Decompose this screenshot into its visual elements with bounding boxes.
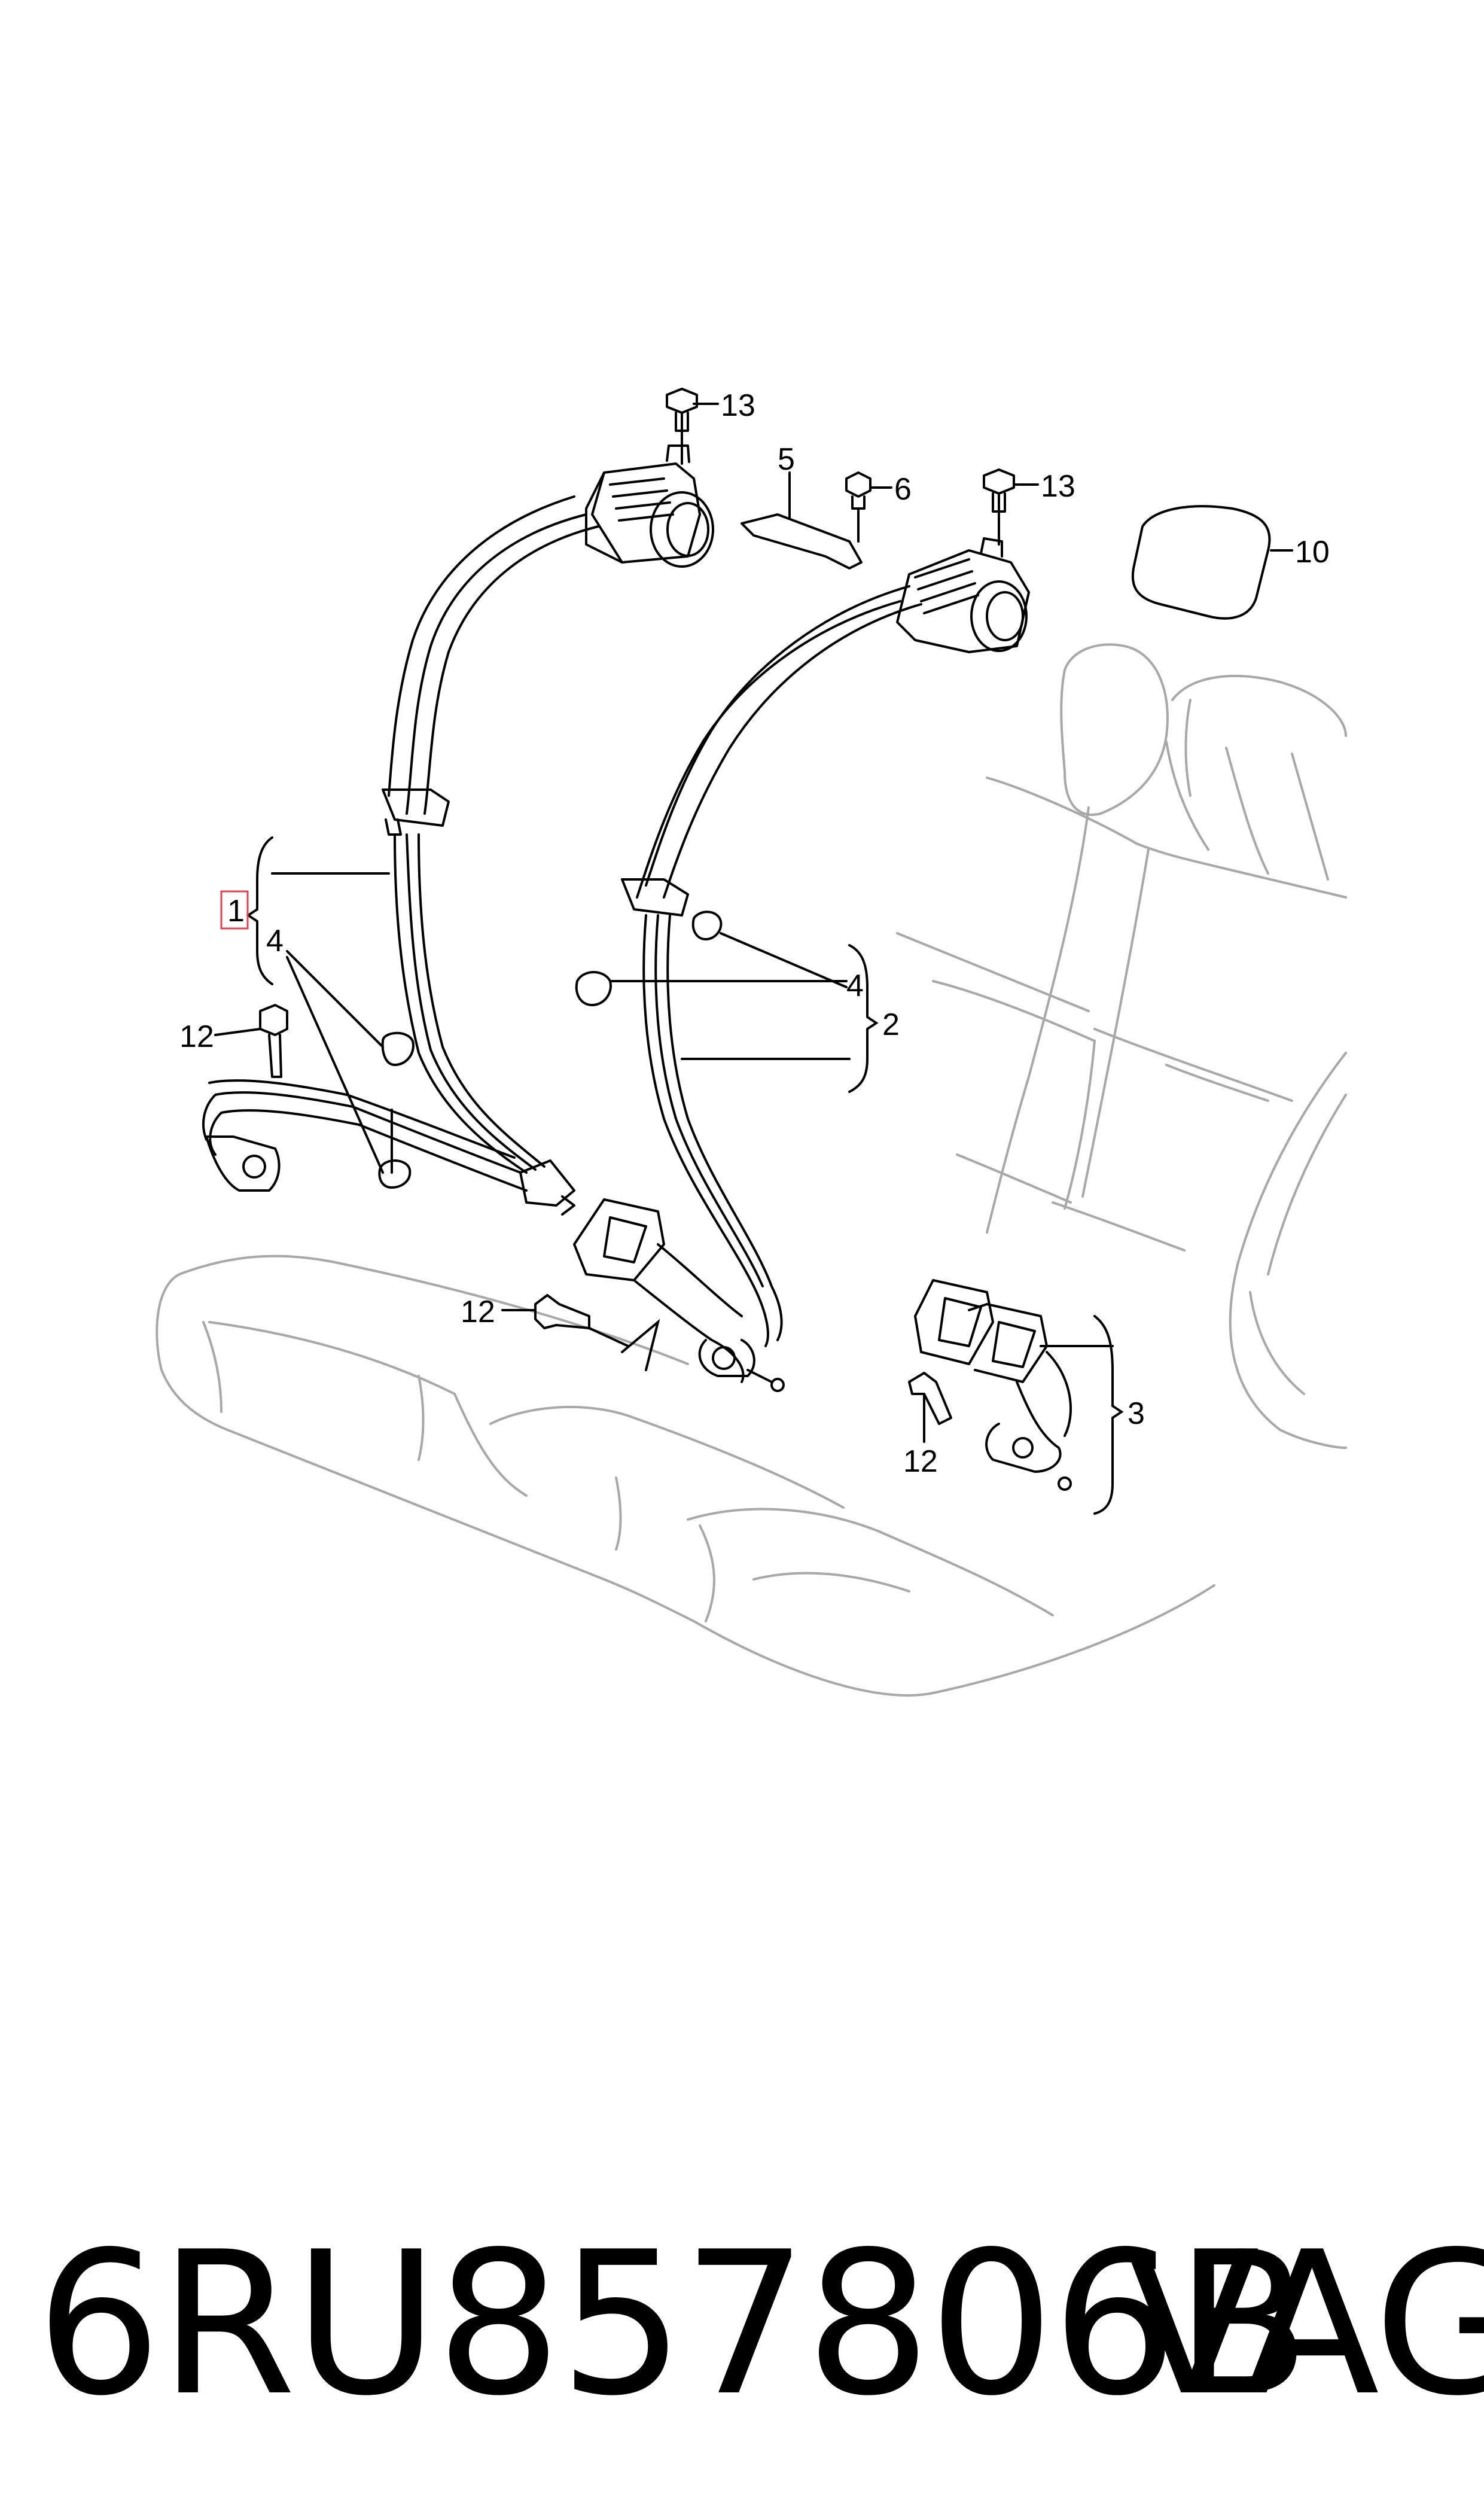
leader-lines	[214, 403, 1293, 1515]
callout-2[interactable]: 2	[882, 1007, 900, 1042]
seat-belt-part-2	[621, 537, 1030, 1347]
callout-12-left[interactable]: 12	[179, 1019, 214, 1054]
grommet-4-c-icon	[575, 971, 612, 1006]
buckle-part-3	[914, 1279, 1072, 1491]
rear-seat-outline	[156, 643, 1347, 1697]
grommet-4-d-icon	[691, 911, 723, 940]
callout-1[interactable]: 1	[227, 894, 245, 928]
bolt-12-c-icon	[908, 1372, 952, 1425]
callout-10[interactable]: 10	[1295, 535, 1330, 570]
grommet-4-b-icon	[378, 1159, 412, 1189]
cover-cap-10-icon	[1131, 505, 1271, 620]
callout-4-left[interactable]: 4	[266, 924, 284, 958]
bracket-5-icon	[741, 513, 863, 570]
bolt-12-b-icon	[534, 1294, 590, 1329]
callout-13-left[interactable]: 13	[721, 388, 755, 423]
callout-12-middle[interactable]: 12	[461, 1295, 495, 1329]
seat-belt-part-1	[202, 444, 714, 1216]
bolt-12-a-icon	[259, 1004, 288, 1078]
part-number-label: 6RU857806B	[36, 2209, 1311, 2439]
callout-labels: 1 4 12 13 5 6 13 10 4 2 12 3 12	[179, 388, 1330, 1479]
buckle-left	[573, 1198, 785, 1392]
callout-1-highlight-box	[220, 890, 249, 930]
brand-label: VAG	[1125, 2209, 1484, 2439]
grommet-4-a-icon	[381, 1031, 415, 1066]
callout-4-right[interactable]: 4	[846, 969, 864, 1003]
callout-6[interactable]: 6	[894, 472, 912, 507]
callout-12-right[interactable]: 12	[903, 1444, 938, 1479]
bolt-6-icon	[845, 471, 871, 510]
callout-13-right[interactable]: 13	[1041, 469, 1075, 504]
callout-5[interactable]: 5	[778, 442, 795, 477]
callout-3[interactable]: 3	[1128, 1396, 1145, 1431]
